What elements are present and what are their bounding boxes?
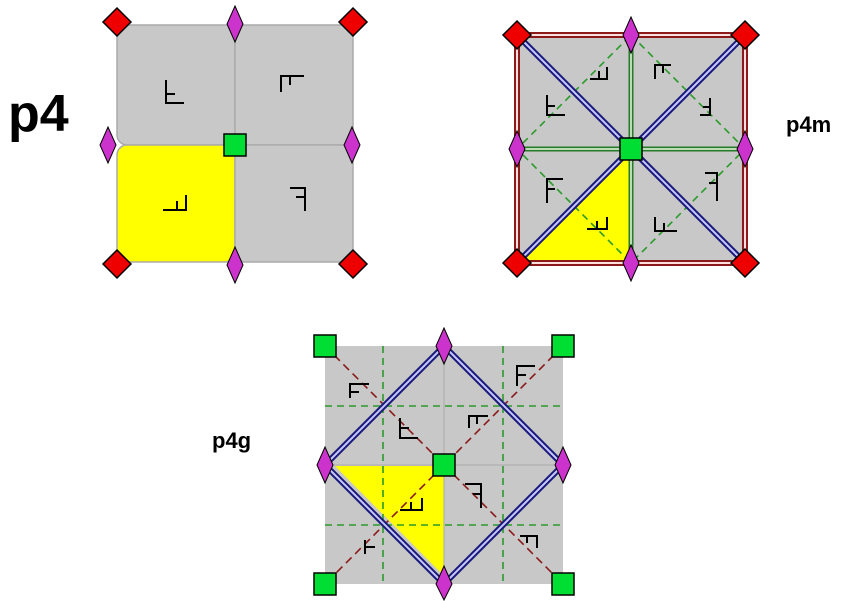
corner-rotation-marker-tl-icon: [101, 6, 133, 38]
motif-6: [465, 483, 482, 508]
twofold-marker-left-icon: [99, 125, 117, 165]
motif-1: [349, 383, 369, 398]
p4m-motifs: [546, 64, 718, 232]
corner-rotation-marker-br-icon: [729, 247, 761, 279]
p4g-highlighted-triangle: [335, 466, 444, 576]
fourfold-marker-bl-icon: [313, 572, 337, 596]
p4-diagram: [99, 4, 369, 285]
corner-rotation-marker-bl-icon: [501, 247, 533, 279]
twofold-marker-right-icon: [554, 445, 572, 485]
fourfold-marker-tl-icon: [313, 334, 337, 358]
corner-rotation-marker-bl-icon: [101, 248, 133, 280]
fourfold-marker-tr-icon: [551, 334, 575, 358]
twofold-marker-bottom-icon: [435, 564, 453, 601]
twofold-marker-bottom-icon: [622, 243, 640, 283]
corner-rotation-marker-tr-icon: [729, 19, 761, 51]
p4g-markers: [313, 326, 575, 601]
diagonal-glide-a: [324, 345, 564, 585]
twofold-marker-right-icon: [736, 129, 754, 169]
motif-8: [654, 217, 677, 232]
motif-4: [468, 415, 488, 428]
motif-6: [705, 172, 718, 201]
motif-4: [700, 98, 711, 116]
p4m-label: p4m: [786, 112, 832, 137]
motif-7: [364, 540, 375, 554]
p4-label: p4: [8, 85, 69, 143]
motif-5: [400, 498, 423, 511]
motif-bottom-right: [290, 187, 306, 211]
twofold-marker-bottom-icon: [226, 245, 244, 285]
p4m-markers: [501, 15, 761, 283]
twofold-marker-left-icon: [508, 129, 526, 169]
cell-bottom-right: [234, 144, 354, 263]
motif-2: [516, 365, 535, 386]
motif-3: [399, 418, 418, 439]
p4g-motifs: [349, 365, 538, 554]
twofold-marker-top-icon: [622, 15, 640, 55]
p4-motifs: [163, 75, 306, 211]
motif-top-right: [280, 75, 304, 92]
p4m-diagram: [501, 15, 761, 283]
p4g-diagram: [313, 326, 575, 601]
p4g-glide-lines: [325, 346, 563, 584]
twofold-marker-top-icon: [435, 326, 453, 366]
twofold-marker-right-icon: [343, 125, 361, 165]
cell-top-right: [234, 24, 354, 146]
motif-bottom-left: [163, 195, 187, 211]
fourfold-center-marker-icon: [619, 137, 643, 161]
cell-top-left: [116, 24, 236, 146]
twofold-marker-top-icon: [226, 4, 244, 44]
twofold-marker-left-icon: [316, 445, 334, 485]
fourfold-marker-br-icon: [551, 572, 575, 596]
p4-markers: [99, 4, 369, 285]
motif-2: [590, 67, 608, 80]
motif-8: [520, 535, 538, 548]
motif-1: [546, 95, 565, 116]
fourfold-center-marker-icon: [223, 133, 247, 157]
corner-rotation-marker-tl-icon: [501, 19, 533, 51]
motif-3: [654, 64, 671, 79]
p4g-label: p4g: [212, 428, 252, 453]
corner-rotation-marker-tr-icon: [337, 6, 369, 38]
motif-top-left: [165, 80, 184, 104]
motif-7: [587, 217, 608, 230]
corner-rotation-marker-br-icon: [337, 248, 369, 280]
motif-5: [546, 178, 563, 203]
fourfold-center-marker-icon: [432, 453, 456, 477]
